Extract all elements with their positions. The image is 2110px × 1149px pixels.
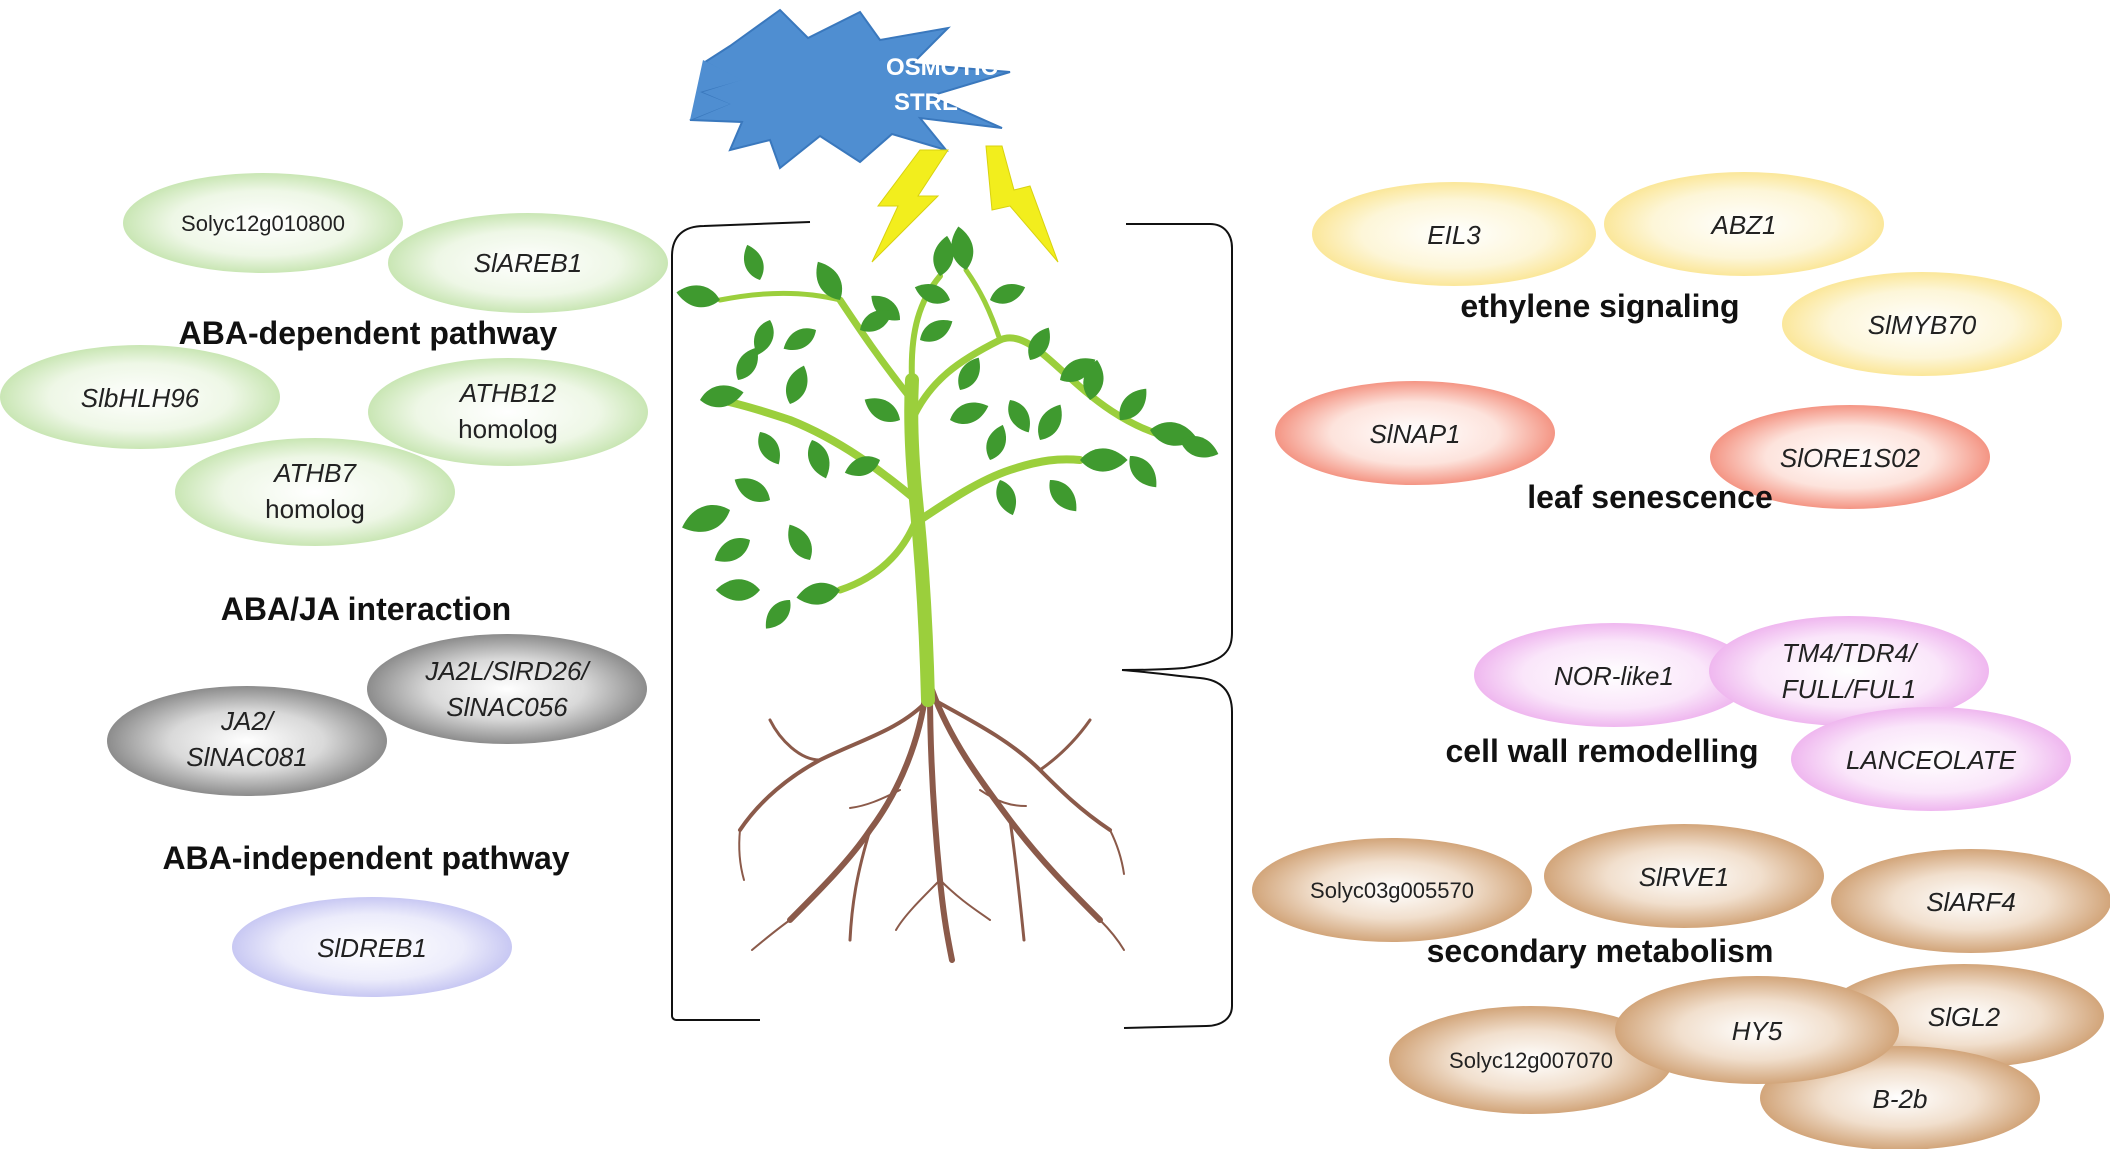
gene-label-sub: SlNAC056 <box>446 692 568 722</box>
cell-wall-group: NOR-like1 TM4/TDR4/ FULL/FUL1 cell wall … <box>1446 616 2071 811</box>
gene-label: B-2b <box>1873 1084 1928 1114</box>
gene-label: JA2L/SlRD26/ <box>424 656 591 686</box>
gene-label: SlARF4 <box>1926 887 2016 917</box>
gene-node-lanceolate: LANCEOLATE <box>1791 707 2071 811</box>
heading-ethylene: ethylene signaling <box>1460 288 1739 324</box>
gene-label: ABZ1 <box>1709 210 1776 240</box>
gene-node-hy5: HY5 <box>1615 976 1899 1084</box>
gene-label-sub: FULL/FUL1 <box>1782 674 1916 704</box>
senescence-group: SlNAP1 SlORE1S02 leaf senescence <box>1275 381 1990 515</box>
gene-node-ja2: JA2/ SlNAC081 <box>107 686 387 796</box>
gene-node-athb7: ATHB7 homolog <box>175 438 455 546</box>
heading-senescence: leaf senescence <box>1527 479 1773 515</box>
gene-label: SlORE1S02 <box>1780 443 1921 473</box>
gene-label-sub: homolog <box>458 414 558 444</box>
gene-label: SlNAP1 <box>1369 419 1460 449</box>
gene-label: HY5 <box>1732 1016 1783 1046</box>
gene-node-solyc12g007070: Solyc12g007070 <box>1389 1006 1673 1114</box>
gene-label: SlAREB1 <box>474 248 582 278</box>
gene-label: NOR-like1 <box>1554 661 1674 691</box>
gene-node-slarf4: SlARF4 <box>1831 849 2110 953</box>
plant-stems <box>716 267 1184 707</box>
gene-label: SlbHLH96 <box>81 383 200 413</box>
stress-label-line2: STRESS <box>894 89 990 116</box>
ethylene-group: EIL3 ABZ1 ethylene signaling SlMYB70 <box>1312 172 2062 376</box>
heading-cell-wall: cell wall remodelling <box>1446 733 1759 769</box>
gene-label: TM4/TDR4/ <box>1782 638 1919 668</box>
gene-node-ja2l: JA2L/SlRD26/ SlNAC056 <box>367 634 647 744</box>
gene-node-slmyb70: SlMYB70 <box>1782 272 2062 376</box>
aba-independent-group: ABA-independent pathway SlDREB1 <box>162 840 570 997</box>
gene-node-slbhlh96: SlbHLH96 <box>0 345 280 449</box>
lightning-bolt-left <box>871 149 949 263</box>
stress-label-line1: OSMOTIC <box>886 54 998 81</box>
gene-label: LANCEOLATE <box>1846 745 2017 775</box>
heading-aba-ja: ABA/JA interaction <box>221 591 511 627</box>
burst-outer-shape <box>690 60 742 120</box>
gene-label: SlMYB70 <box>1868 310 1977 340</box>
gene-label: SlGL2 <box>1928 1002 2001 1032</box>
gene-label: ATHB7 <box>272 458 357 488</box>
left-bracket <box>671 221 811 1021</box>
gene-label: Solyc03g005570 <box>1310 878 1474 903</box>
gene-node-abz1: ABZ1 <box>1604 172 1884 276</box>
gene-node-tm4: TM4/TDR4/ FULL/FUL1 <box>1709 616 1989 726</box>
right-bracket-upper <box>1121 223 1233 671</box>
gene-label: Solyc12g007070 <box>1449 1048 1613 1073</box>
gene-node-slnap1: SlNAP1 <box>1275 381 1555 485</box>
gene-label: SlRVE1 <box>1639 862 1730 892</box>
aba-ja-group: ABA/JA interaction JA2L/SlRD26/ SlNAC056… <box>107 591 647 796</box>
gene-node-solyc03g005570: Solyc03g005570 <box>1252 838 1532 942</box>
right-bracket-lower <box>1121 669 1233 1029</box>
heading-aba-dependent: ABA-dependent pathway <box>179 315 558 351</box>
gene-node-nor-like1: NOR-like1 <box>1474 623 1754 727</box>
gene-node-athb12: ATHB12 homolog <box>368 358 648 466</box>
gene-label-sub: homolog <box>265 494 365 524</box>
gene-label: ATHB12 <box>458 378 557 408</box>
gene-node-solyc12g010800: Solyc12g010800 <box>123 173 403 273</box>
heading-aba-independent: ABA-independent pathway <box>162 840 569 876</box>
gene-label: JA2/ <box>220 706 276 736</box>
plant-roots <box>738 687 1125 963</box>
gene-label: EIL3 <box>1427 220 1481 250</box>
gene-node-eil3: EIL3 <box>1312 182 1596 286</box>
heading-secondary: secondary metabolism <box>1427 933 1774 969</box>
aba-dependent-group: Solyc12g010800 SlAREB1 ABA-dependent pat… <box>0 173 668 546</box>
gene-label: Solyc12g010800 <box>181 211 345 236</box>
plant-illustration <box>674 224 1222 963</box>
osmotic-stress-burst: OSMOTIC STRESS <box>689 8 1011 170</box>
gene-label-sub: SlNAC081 <box>186 742 307 772</box>
secondary-metabolism-group: Solyc03g005570 SlRVE1 SlARF4 secondary m… <box>1252 824 2110 1149</box>
gene-node-slareb1: SlAREB1 <box>388 213 668 313</box>
lightning-bolt-right <box>985 145 1059 263</box>
gene-node-sldreb1: SlDREB1 <box>232 897 512 997</box>
gene-node-slrve1: SlRVE1 <box>1544 824 1824 928</box>
gene-label: SlDREB1 <box>317 933 427 963</box>
gene-node-slore1s02: SlORE1S02 <box>1710 405 1990 509</box>
